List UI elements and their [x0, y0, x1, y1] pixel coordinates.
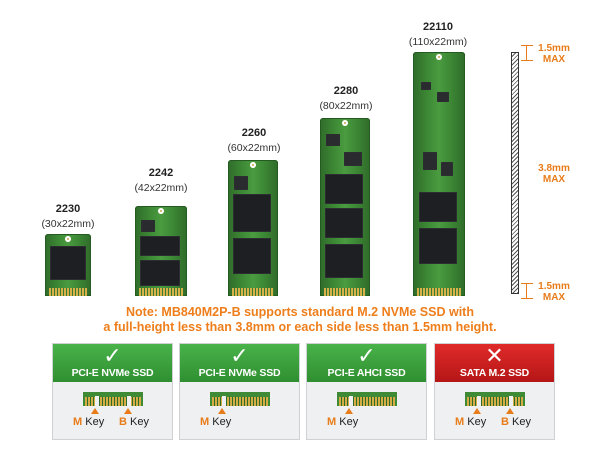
dimension-line [521, 283, 533, 284]
ssd-dimensions: (110x22mm) [408, 36, 468, 48]
ssd-code: 2260 [241, 127, 267, 139]
m-key-connector-icon [337, 392, 397, 406]
supported-header: ✓ PCI-E AHCI SSD [307, 344, 426, 382]
ssd-22110-label: 22110 (110x22mm) [402, 20, 474, 50]
ssd-type-label: PCI-E AHCI SSD [327, 367, 406, 379]
ssd-2280-image [320, 118, 370, 296]
dimension-line [521, 60, 533, 61]
ssd-type-label: PCI-E NVMe SSD [71, 367, 154, 379]
thickness-bottom-label: 1.5mm MAX [538, 281, 570, 303]
m-key-label: M Key [73, 416, 105, 428]
compat-card-pcie-nvme-m-key: ✓ PCI-E NVMe SSD M Key [179, 343, 300, 440]
dimension-arrow [526, 45, 527, 60]
ssd-2242-label: 2242 (42x22mm) [130, 166, 192, 196]
ssd-dimensions: (60x22mm) [227, 142, 281, 154]
compat-card-sata-m2: ✕ SATA M.2 SSD M Key B Key [434, 343, 555, 440]
thickness-middle-label: 3.8mm MAX [538, 163, 570, 185]
ssd-2230-label: 2230 (30x22mm) [38, 202, 98, 232]
mb-key-connector-icon [465, 392, 525, 406]
m-key-label: M Key [455, 416, 487, 428]
ssd-type-label: SATA M.2 SSD [459, 367, 530, 379]
dimension-arrow [526, 283, 527, 298]
m-key-label: M Key [327, 416, 359, 428]
cross-icon: ✕ [485, 343, 504, 368]
m-key-label: M Key [200, 416, 232, 428]
b-key-arrow-icon [506, 408, 514, 414]
m-key-arrow-icon [91, 408, 99, 414]
compat-card-pcie-nvme-mb-key: ✓ PCI-E NVMe SSD M Key B Key [52, 343, 173, 440]
ssd-side-profile [511, 52, 519, 294]
dimension-line [521, 298, 533, 299]
b-key-arrow-icon [124, 408, 132, 414]
m-key-arrow-icon [218, 408, 226, 414]
compat-card-pcie-ahci-m-key: ✓ PCI-E AHCI SSD M Key [306, 343, 427, 440]
ssd-dimensions: (42x22mm) [134, 182, 188, 194]
thickness-top-label: 1.5mm MAX [538, 43, 570, 65]
mb-key-connector-icon [83, 392, 143, 406]
b-key-label: B Key [501, 416, 531, 428]
ssd-2280-label: 2280 (80x22mm) [313, 84, 379, 114]
ssd-code: 2280 [333, 85, 359, 97]
ssd-code: 22110 [423, 21, 453, 33]
check-icon: ✓ [103, 343, 122, 368]
check-icon: ✓ [357, 343, 376, 368]
ssd-type-label: PCI-E NVMe SSD [198, 367, 281, 379]
note-line-2: a full-height less than 3.8mm or each si… [103, 320, 497, 334]
ssd-22110-image [413, 52, 465, 296]
unsupported-header: ✕ SATA M.2 SSD [435, 344, 554, 382]
ssd-dimensions: (80x22mm) [319, 100, 373, 112]
note-line-1: Note: MB840M2P-B supports standard M.2 N… [126, 305, 474, 319]
ssd-2230-image [45, 234, 91, 296]
m-key-arrow-icon [473, 408, 481, 414]
ssd-code: 2230 [55, 203, 81, 215]
m-key-arrow-icon [345, 408, 353, 414]
check-icon: ✓ [230, 343, 249, 368]
ssd-2242-image [135, 206, 187, 296]
ssd-2260-image [228, 160, 278, 296]
b-key-label: B Key [119, 416, 149, 428]
supported-header: ✓ PCI-E NVMe SSD [53, 344, 172, 382]
dimension-line [521, 45, 533, 46]
m-key-connector-icon [210, 392, 270, 406]
ssd-code: 2242 [148, 167, 174, 179]
ssd-2260-label: 2260 (60x22mm) [223, 126, 285, 156]
compatibility-note: Note: MB840M2P-B supports standard M.2 N… [60, 305, 540, 335]
supported-header: ✓ PCI-E NVMe SSD [180, 344, 299, 382]
ssd-dimensions: (30x22mm) [41, 218, 95, 230]
